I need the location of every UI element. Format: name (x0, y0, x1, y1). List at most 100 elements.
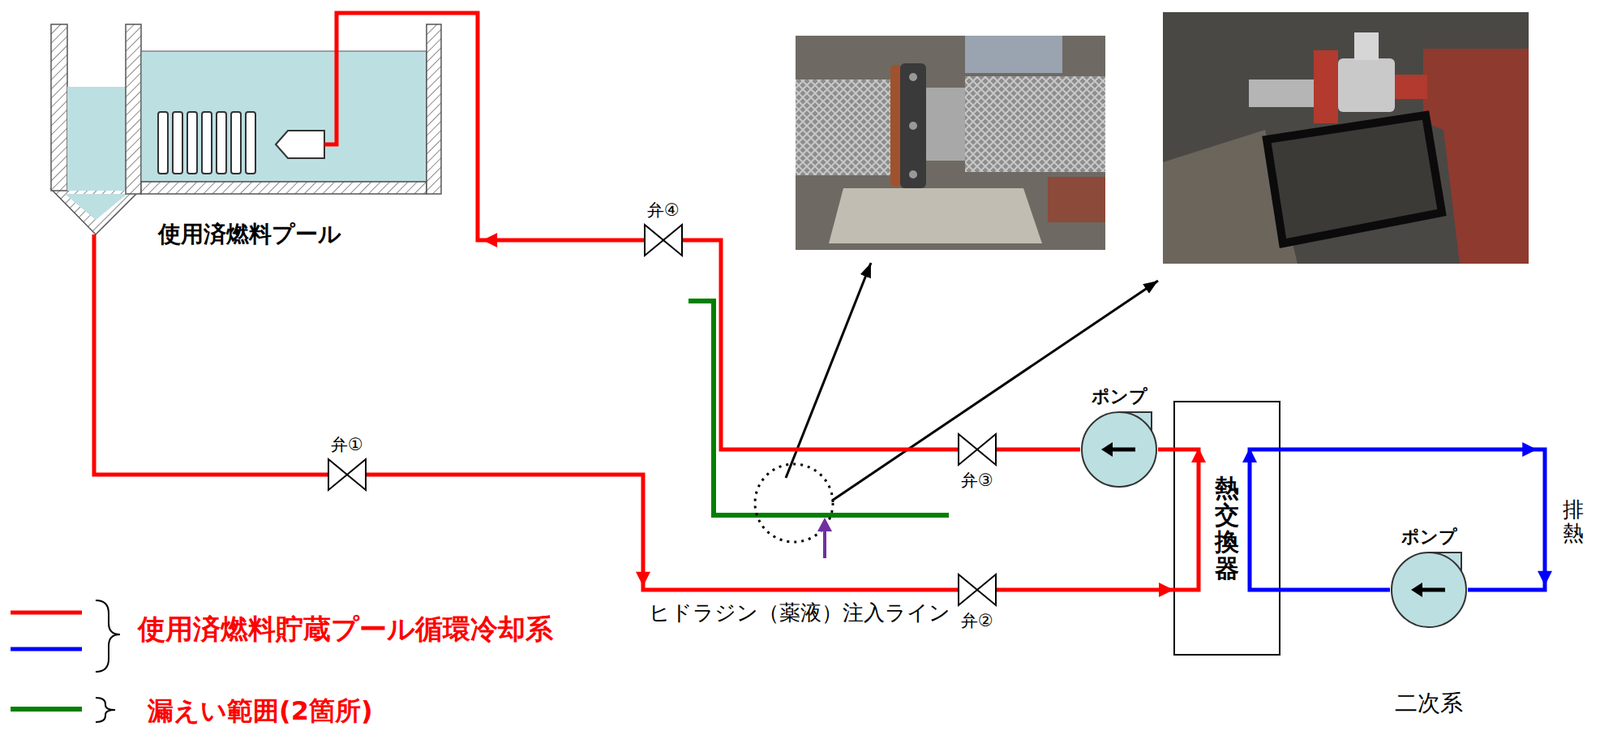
photo-hose (890, 64, 902, 187)
pump-symbol-outline (1389, 550, 1468, 629)
spent-fuel-pool-outline (125, 24, 142, 194)
system-label: 二次系 (1394, 689, 1463, 717)
pipe-line (1280, 587, 1390, 592)
legend-bracket (95, 600, 121, 672)
photo-hose (795, 79, 906, 176)
valve-symbol-outline (644, 224, 664, 256)
pipe-line (682, 240, 958, 450)
valve-symbol: 弁② (957, 573, 997, 606)
pipe-connector (682, 240, 958, 450)
valve-symbol-outline (977, 433, 996, 465)
photo-hose (1047, 176, 1106, 223)
heat-release-label: 排熱 (1562, 497, 1584, 545)
valve-symbol: 弁③ (957, 433, 997, 466)
heat-exchanger: 熱交換器 (1173, 400, 1281, 656)
pump-symbol-outline (1420, 587, 1446, 592)
spent-fuel-pool-outline (51, 24, 68, 191)
heat-exchanger-outline (1242, 447, 1257, 463)
photo-valve (1354, 32, 1379, 61)
valve-symbol-outline (957, 433, 997, 466)
arrowhead (1537, 570, 1553, 586)
photo-hose (828, 188, 1043, 244)
spent-fuel-pool-outline (216, 111, 227, 174)
pipe-connector (996, 449, 1081, 451)
pipe-connector (1280, 589, 1390, 591)
valve-symbol: 弁④ (643, 223, 683, 257)
photo-valve (1162, 12, 1529, 264)
pump-symbol-outline (1391, 552, 1467, 627)
heat-exchanger-outline (1191, 447, 1206, 463)
legend-text: 漏えい範囲(2箇所) (147, 694, 374, 726)
photo-valve (1162, 12, 1529, 264)
arrowhead (1522, 441, 1537, 457)
valve-label: 弁③ (960, 470, 994, 491)
photo-hose (909, 121, 918, 130)
legend-text: 使用済燃料貯蔵プール循環冷却系 (137, 612, 554, 646)
photo-valve (1394, 74, 1428, 99)
pipe-connector (1158, 449, 1174, 451)
legend-line (10, 706, 82, 712)
photo-valve (1423, 48, 1529, 264)
pipe-line (366, 474, 958, 590)
heat-exchanger-outline (1174, 401, 1280, 655)
line-label: ヒドラジン（薬液）注入ライン (648, 600, 951, 626)
pump-symbol-outline (1411, 582, 1423, 597)
pump-symbol-outline (1110, 447, 1136, 452)
valve-symbol-outline (327, 458, 367, 491)
valve-symbol-outline (977, 574, 996, 605)
spent-fuel-pool-outline (426, 24, 442, 194)
leader-arrow (785, 262, 871, 478)
valve-symbol-outline (958, 574, 978, 605)
spent-fuel-pool-outline (141, 181, 427, 194)
valve-symbol-outline (643, 223, 683, 257)
spent-fuel-pool-outline (67, 86, 126, 191)
leak-range-line (688, 300, 949, 515)
arrowhead (635, 571, 651, 587)
valve-symbol-outline (347, 458, 366, 490)
pipe-line (996, 587, 1174, 592)
valve-symbol: 弁① (327, 458, 367, 491)
spent-fuel-pool-outline (51, 188, 142, 235)
valve-label: 弁① (330, 434, 364, 455)
spent-fuel-pool-outline (201, 111, 212, 174)
valve-label: 弁② (960, 610, 994, 631)
pool-label: 使用済燃料プール (158, 220, 342, 249)
legend-bracket (95, 697, 116, 722)
valve-symbol-outline (958, 433, 978, 465)
leader-arrow (832, 280, 1159, 501)
spent-fuel-pool-outline (324, 24, 337, 145)
pump-symbol: ポンプ (1389, 550, 1468, 629)
photo-hose (909, 72, 918, 82)
photo-valve (1248, 79, 1322, 108)
photo-hose (965, 76, 1106, 172)
arrowhead (1158, 582, 1174, 597)
spent-fuel-pool-outline (245, 111, 256, 174)
spent-fuel-pool-outline (231, 111, 241, 174)
injection-arrow (823, 528, 827, 558)
pump-symbol-outline (1080, 410, 1159, 489)
injection-arrow (817, 517, 833, 532)
spent-fuel-pool-outline (158, 111, 168, 174)
pipe-connector (94, 234, 328, 475)
pipe-connector (996, 582, 1174, 597)
injection-arrow (817, 517, 833, 558)
pump-symbol-outline (1081, 411, 1157, 487)
pump-symbol-outline (1101, 441, 1113, 457)
pump-label: ポンプ (1401, 526, 1458, 548)
photo-valve (1338, 58, 1395, 112)
photo-hose (795, 35, 1106, 250)
leak-range-line (688, 300, 949, 515)
legend-line (10, 610, 82, 615)
pipe-line (1158, 447, 1174, 452)
photo-hose (900, 63, 927, 189)
valve-label: 弁④ (647, 200, 680, 221)
spent-fuel-pool-outline (275, 130, 325, 159)
photo-hose (965, 35, 1063, 73)
spent-fuel-pool-outline (187, 111, 198, 174)
dotted-circle (754, 463, 833, 542)
photo-valve (1266, 115, 1442, 244)
photo-valve (1313, 50, 1339, 124)
legend-line (10, 647, 82, 652)
valve-symbol-outline (663, 224, 683, 256)
